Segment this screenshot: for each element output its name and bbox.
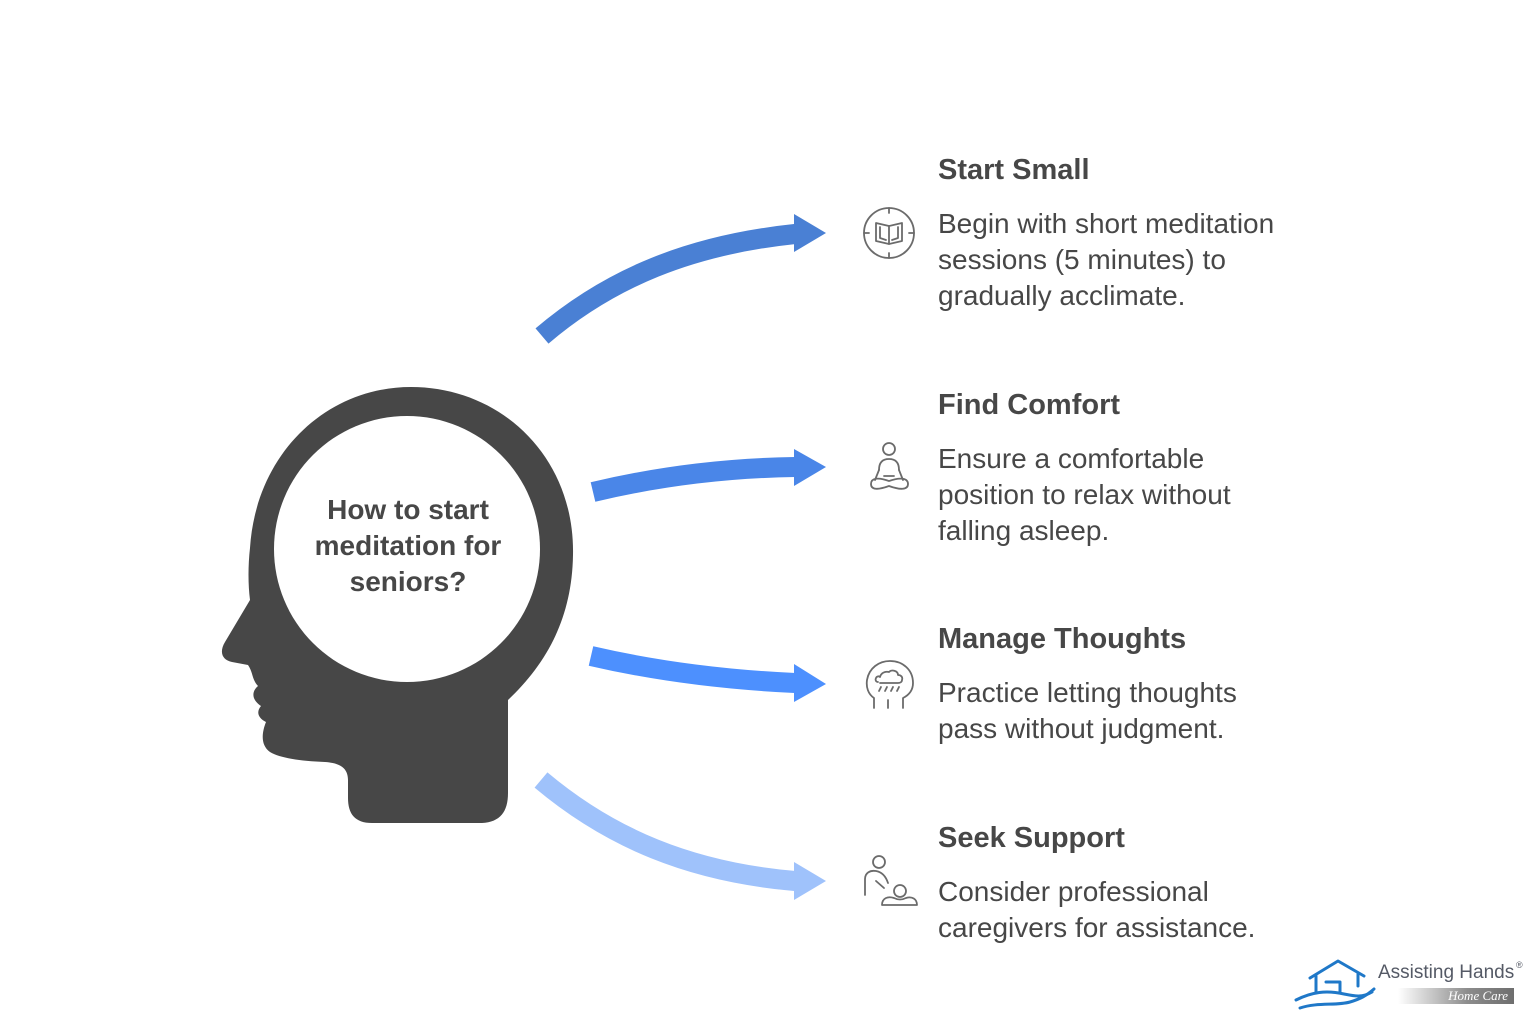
logo-registered-mark: ® [1516, 960, 1523, 970]
assisting-hands-logo: Assisting Hands ® Home Care [1292, 956, 1524, 1012]
head-inner-circle [274, 416, 540, 682]
item-description-line: Ensure a comfortable [938, 443, 1205, 474]
head-silhouette [221, 387, 574, 823]
item-seek-support: Seek Support Consider professional careg… [938, 820, 1378, 946]
item-title: Manage Thoughts [938, 623, 1187, 655]
meditating-person-icon [870, 442, 909, 490]
center-title-line: How to start [327, 494, 489, 525]
caregiver-icon [864, 855, 918, 906]
item-description-line: gradually acclimate. [938, 280, 1186, 311]
item-description-line: position to relax without [938, 479, 1231, 510]
arrow-4 [534, 772, 826, 900]
item-description-line: Begin with short meditation [938, 208, 1275, 239]
item-description-line: sessions (5 minutes) to [938, 244, 1226, 275]
arrow-2 [590, 449, 826, 502]
center-title-line: seniors? [349, 566, 467, 597]
item-description: Consider professional caregivers for ass… [938, 874, 1378, 946]
arrow-3 [588, 646, 826, 702]
arrow-1 [535, 214, 826, 344]
logo-name: Assisting Hands [1378, 962, 1515, 983]
clock-book-icon [863, 207, 915, 259]
item-title: Start Small [938, 154, 1090, 186]
house-hand-logo-icon [1294, 959, 1376, 1010]
logo-subtitle: Home Care [1398, 988, 1514, 1004]
item-description-line: Consider professional [938, 876, 1209, 907]
item-find-comfort: Find Comfort Ensure a comfortable positi… [938, 387, 1378, 549]
item-description: Begin with short meditation sessions (5 … [938, 206, 1378, 314]
center-title: How to start meditation for seniors? [290, 492, 526, 600]
item-start-small: Start Small Begin with short meditation … [938, 152, 1378, 314]
item-title: Find Comfort [938, 389, 1121, 421]
item-description-line: Practice letting thoughts [938, 677, 1237, 708]
item-description: Practice letting thoughts pass without j… [938, 675, 1378, 747]
item-description-line: caregivers for assistance. [938, 912, 1256, 943]
item-description-line: pass without judgment. [938, 713, 1225, 744]
item-description-line: falling asleep. [938, 515, 1110, 546]
item-description: Ensure a comfortable position to relax w… [938, 441, 1378, 549]
item-manage-thoughts: Manage Thoughts Practice letting thought… [938, 621, 1378, 747]
item-title: Seek Support [938, 822, 1125, 854]
head-cloud-icon [865, 660, 914, 709]
center-title-line: meditation for [314, 530, 502, 561]
